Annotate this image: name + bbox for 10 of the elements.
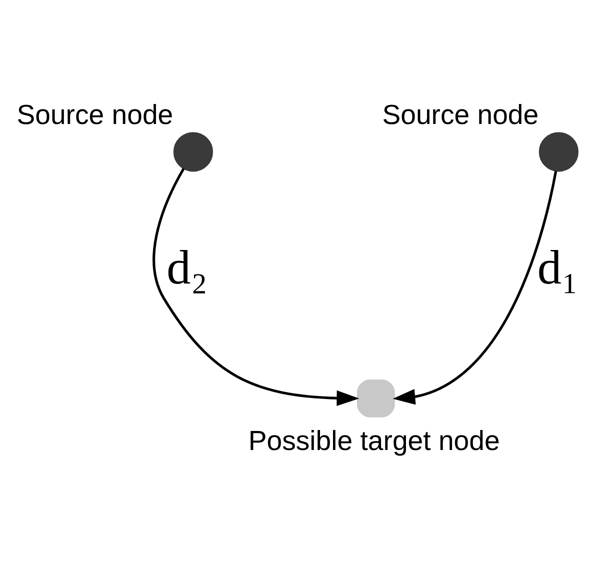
node-label: Source node: [382, 98, 539, 130]
edge-label: d₁: [537, 242, 578, 295]
node-circle: [356, 379, 395, 418]
node-circle: [173, 132, 214, 172]
node-label: Source node: [16, 98, 174, 130]
node-circle: [538, 132, 578, 172]
arrow: [152, 168, 360, 406]
arrow: [392, 170, 558, 405]
edge-label: d₂: [166, 242, 208, 295]
node-label: Possible target node: [248, 424, 500, 456]
